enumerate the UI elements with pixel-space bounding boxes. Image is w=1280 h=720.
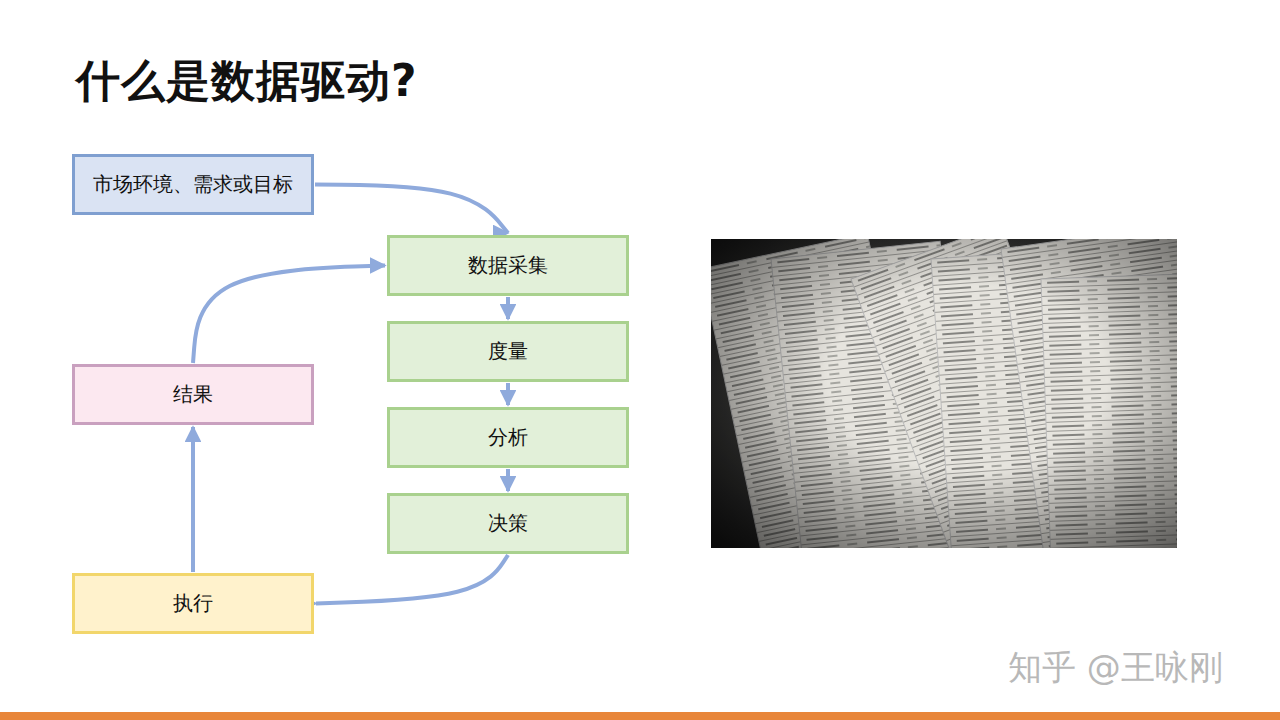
node-label: 执行 — [173, 590, 213, 617]
flow-arrow — [315, 185, 508, 234]
goal-box: 市场环境、需求或目标 — [72, 154, 314, 215]
flow-arrow — [193, 266, 385, 364]
node-label: 市场环境、需求或目标 — [93, 171, 293, 198]
watermark: 知乎 @王咏刚 — [1008, 645, 1223, 691]
slide-title: 什么是数据驱动? — [76, 52, 418, 111]
action-box: 执行 — [72, 573, 314, 634]
node-label: 分析 — [488, 424, 528, 451]
process-box: 度量 — [387, 321, 629, 382]
process-box: 决策 — [387, 493, 629, 554]
process-box: 数据采集 — [387, 235, 629, 296]
flow-arrow — [316, 555, 508, 604]
node-label: 决策 — [488, 510, 528, 537]
node-label: 结果 — [173, 381, 213, 408]
footer-bar — [0, 712, 1280, 720]
node-label: 数据采集 — [468, 252, 548, 279]
process-box: 分析 — [387, 407, 629, 468]
flow-arrow — [506, 469, 510, 491]
flow-arrow — [506, 383, 510, 405]
result-box: 结果 — [72, 364, 314, 425]
flow-arrow — [506, 297, 510, 319]
node-label: 度量 — [488, 338, 528, 365]
flow-arrow — [191, 427, 195, 572]
paper-stack-photo — [711, 239, 1177, 548]
